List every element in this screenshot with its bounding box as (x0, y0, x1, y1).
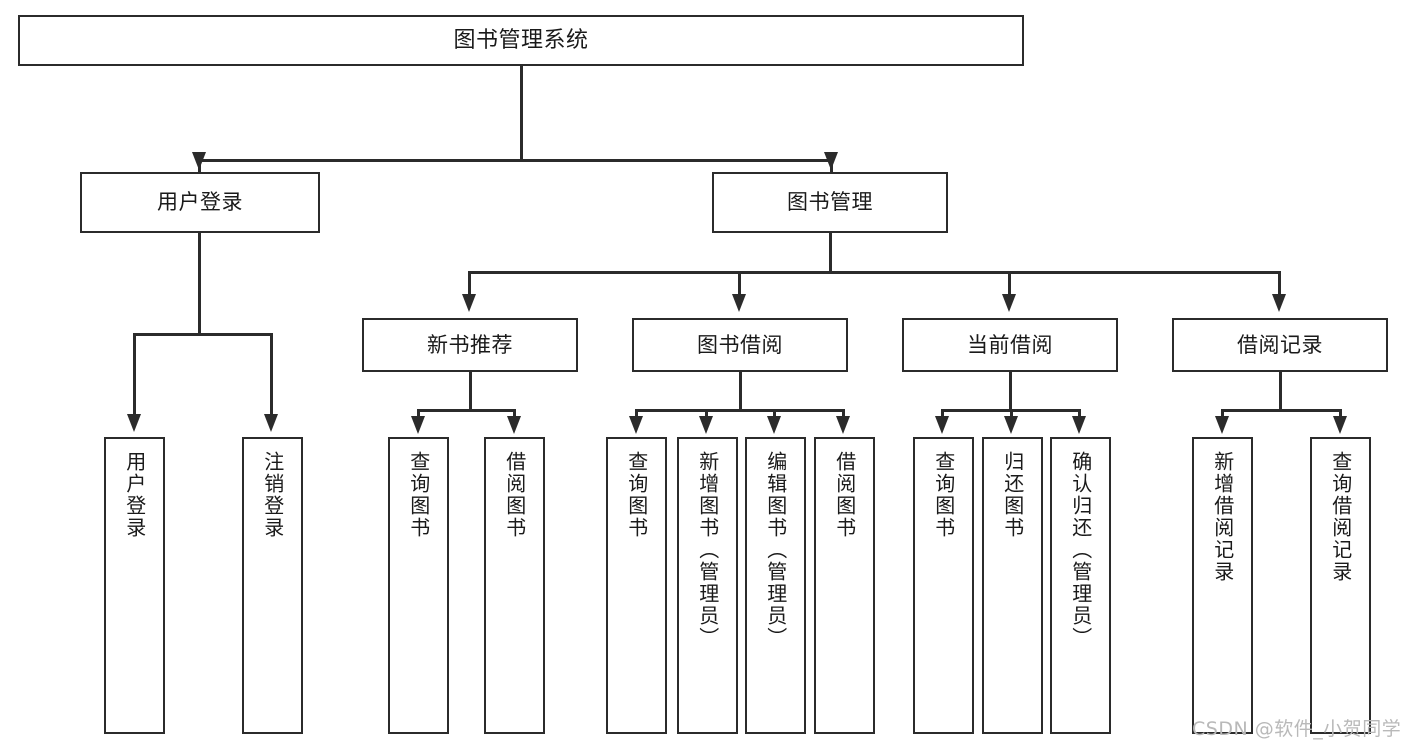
node-label: 用户登录 (157, 190, 243, 215)
node-leaf-query-book-recommend[interactable]: 查询图书 (388, 437, 449, 734)
node-label: 新书推荐 (427, 332, 513, 357)
node-user-login[interactable]: 用户登录 (80, 172, 320, 233)
arrow-book-manage-to-borrow-record (1272, 294, 1286, 312)
arrow-book-manage-to-current-borrow (1002, 294, 1016, 312)
node-leaf-query-book-borrow[interactable]: 查询图书 (606, 437, 667, 734)
connector-book-manage-to-book-borrow (738, 271, 741, 297)
node-label: 编辑图书（管理员） (763, 451, 788, 649)
node-leaf-borrow-book[interactable]: 借阅图书 (814, 437, 875, 734)
node-label: 新增图书（管理员） (695, 451, 720, 649)
connector-book-borrow-to-leaf-2 (705, 409, 708, 421)
connector-book-borrow-to-leaf-1 (635, 409, 638, 421)
node-label: 借阅图书 (832, 451, 857, 539)
node-label: 图书管理 (787, 190, 873, 215)
node-label: 查询图书 (931, 451, 956, 539)
arrow-borrow-record-to-leaf-1 (1215, 416, 1229, 434)
connector-book-borrow-to-leaf-4 (842, 409, 845, 421)
arrow-borrow-record-to-leaf-2 (1333, 416, 1347, 434)
connector-book-manage-to-current-borrow (1008, 271, 1011, 297)
arrow-new-book-to-leaf-2 (507, 416, 521, 434)
arrow-current-borrow-to-leaf-1 (935, 416, 949, 434)
node-label: 注销登录 (260, 451, 285, 539)
connector-borrow-record-stem (1279, 372, 1282, 411)
connector-user-login-to-leaf-1 (133, 333, 136, 419)
node-leaf-edit-book-admin[interactable]: 编辑图书（管理员） (745, 437, 806, 734)
arrow-root-to-book-manage (824, 152, 838, 170)
connector-borrow-record-to-leaf-1 (1221, 409, 1224, 421)
node-label: 查询图书 (406, 451, 431, 539)
node-new-book-recommend[interactable]: 新书推荐 (362, 318, 578, 372)
connector-new-book-stem (469, 372, 472, 411)
connector-current-borrow-stem (1009, 372, 1012, 411)
connector-borrow-record-bus (1221, 409, 1340, 412)
node-label: 查询借阅记录 (1328, 451, 1353, 583)
connector-book-borrow-to-leaf-3 (773, 409, 776, 421)
connector-user-login-to-leaf-2 (270, 333, 273, 419)
node-borrow-record[interactable]: 借阅记录 (1172, 318, 1388, 372)
node-leaf-logout-login[interactable]: 注销登录 (242, 437, 303, 734)
node-root-book-management-system[interactable]: 图书管理系统 (18, 15, 1024, 66)
connector-book-manage-to-new-book (468, 271, 471, 297)
node-leaf-add-borrow-record[interactable]: 新增借阅记录 (1192, 437, 1253, 734)
connector-book-manage-to-borrow-record (1278, 271, 1281, 297)
connector-current-borrow-to-leaf-1 (941, 409, 944, 421)
arrow-new-book-to-leaf-1 (411, 416, 425, 434)
node-leaf-confirm-return-admin[interactable]: 确认归还（管理员） (1050, 437, 1111, 734)
node-current-borrow[interactable]: 当前借阅 (902, 318, 1118, 372)
connector-book-manage-stem (829, 233, 832, 273)
connector-book-borrow-stem (739, 372, 742, 411)
node-book-management[interactable]: 图书管理 (712, 172, 948, 233)
connector-user-login-stem (198, 233, 201, 335)
node-label: 借阅图书 (502, 451, 527, 539)
node-book-borrow[interactable]: 图书借阅 (632, 318, 848, 372)
arrow-book-borrow-to-leaf-2 (699, 416, 713, 434)
connector-borrow-record-to-leaf-2 (1339, 409, 1342, 421)
connector-user-login-bus (133, 333, 272, 336)
node-label: 用户登录 (122, 451, 147, 539)
connector-new-book-to-leaf-2 (513, 409, 516, 421)
connector-current-borrow-to-leaf-2 (1010, 409, 1013, 421)
node-label: 确认归还（管理员） (1068, 451, 1093, 649)
connector-current-borrow-to-leaf-3 (1078, 409, 1081, 421)
connector-root-bus (198, 159, 832, 162)
node-label: 当前借阅 (967, 332, 1053, 357)
node-label: 新增借阅记录 (1210, 451, 1235, 583)
node-leaf-return-book[interactable]: 归还图书 (982, 437, 1043, 734)
arrow-user-login-to-leaf-1 (127, 414, 141, 432)
node-leaf-add-book-admin[interactable]: 新增图书（管理员） (677, 437, 738, 734)
arrow-current-borrow-to-leaf-3 (1072, 416, 1086, 434)
connector-book-manage-bus (468, 271, 1280, 274)
arrow-book-borrow-to-leaf-3 (767, 416, 781, 434)
arrow-root-to-user-login (192, 152, 206, 170)
node-leaf-user-login[interactable]: 用户登录 (104, 437, 165, 734)
arrow-book-manage-to-book-borrow (732, 294, 746, 312)
node-label: 借阅记录 (1237, 332, 1323, 357)
node-leaf-query-borrow-record[interactable]: 查询借阅记录 (1310, 437, 1371, 734)
connector-book-borrow-bus (635, 409, 844, 412)
node-leaf-query-book-current[interactable]: 查询图书 (913, 437, 974, 734)
arrow-user-login-to-leaf-2 (264, 414, 278, 432)
watermark: CSDN @软件_小贺同学 (1192, 718, 1402, 740)
node-label: 查询图书 (624, 451, 649, 539)
arrow-book-borrow-to-leaf-1 (629, 416, 643, 434)
node-label: 图书管理系统 (453, 27, 589, 53)
arrow-current-borrow-to-leaf-2 (1004, 416, 1018, 434)
node-label: 图书借阅 (697, 332, 783, 357)
node-label: 归还图书 (1000, 451, 1025, 539)
connector-root-stem (520, 66, 523, 160)
connector-new-book-to-leaf-1 (417, 409, 420, 421)
arrow-book-borrow-to-leaf-4 (836, 416, 850, 434)
arrow-book-manage-to-new-book (462, 294, 476, 312)
connector-new-book-bus (417, 409, 515, 412)
node-leaf-borrow-book-recommend[interactable]: 借阅图书 (484, 437, 545, 734)
